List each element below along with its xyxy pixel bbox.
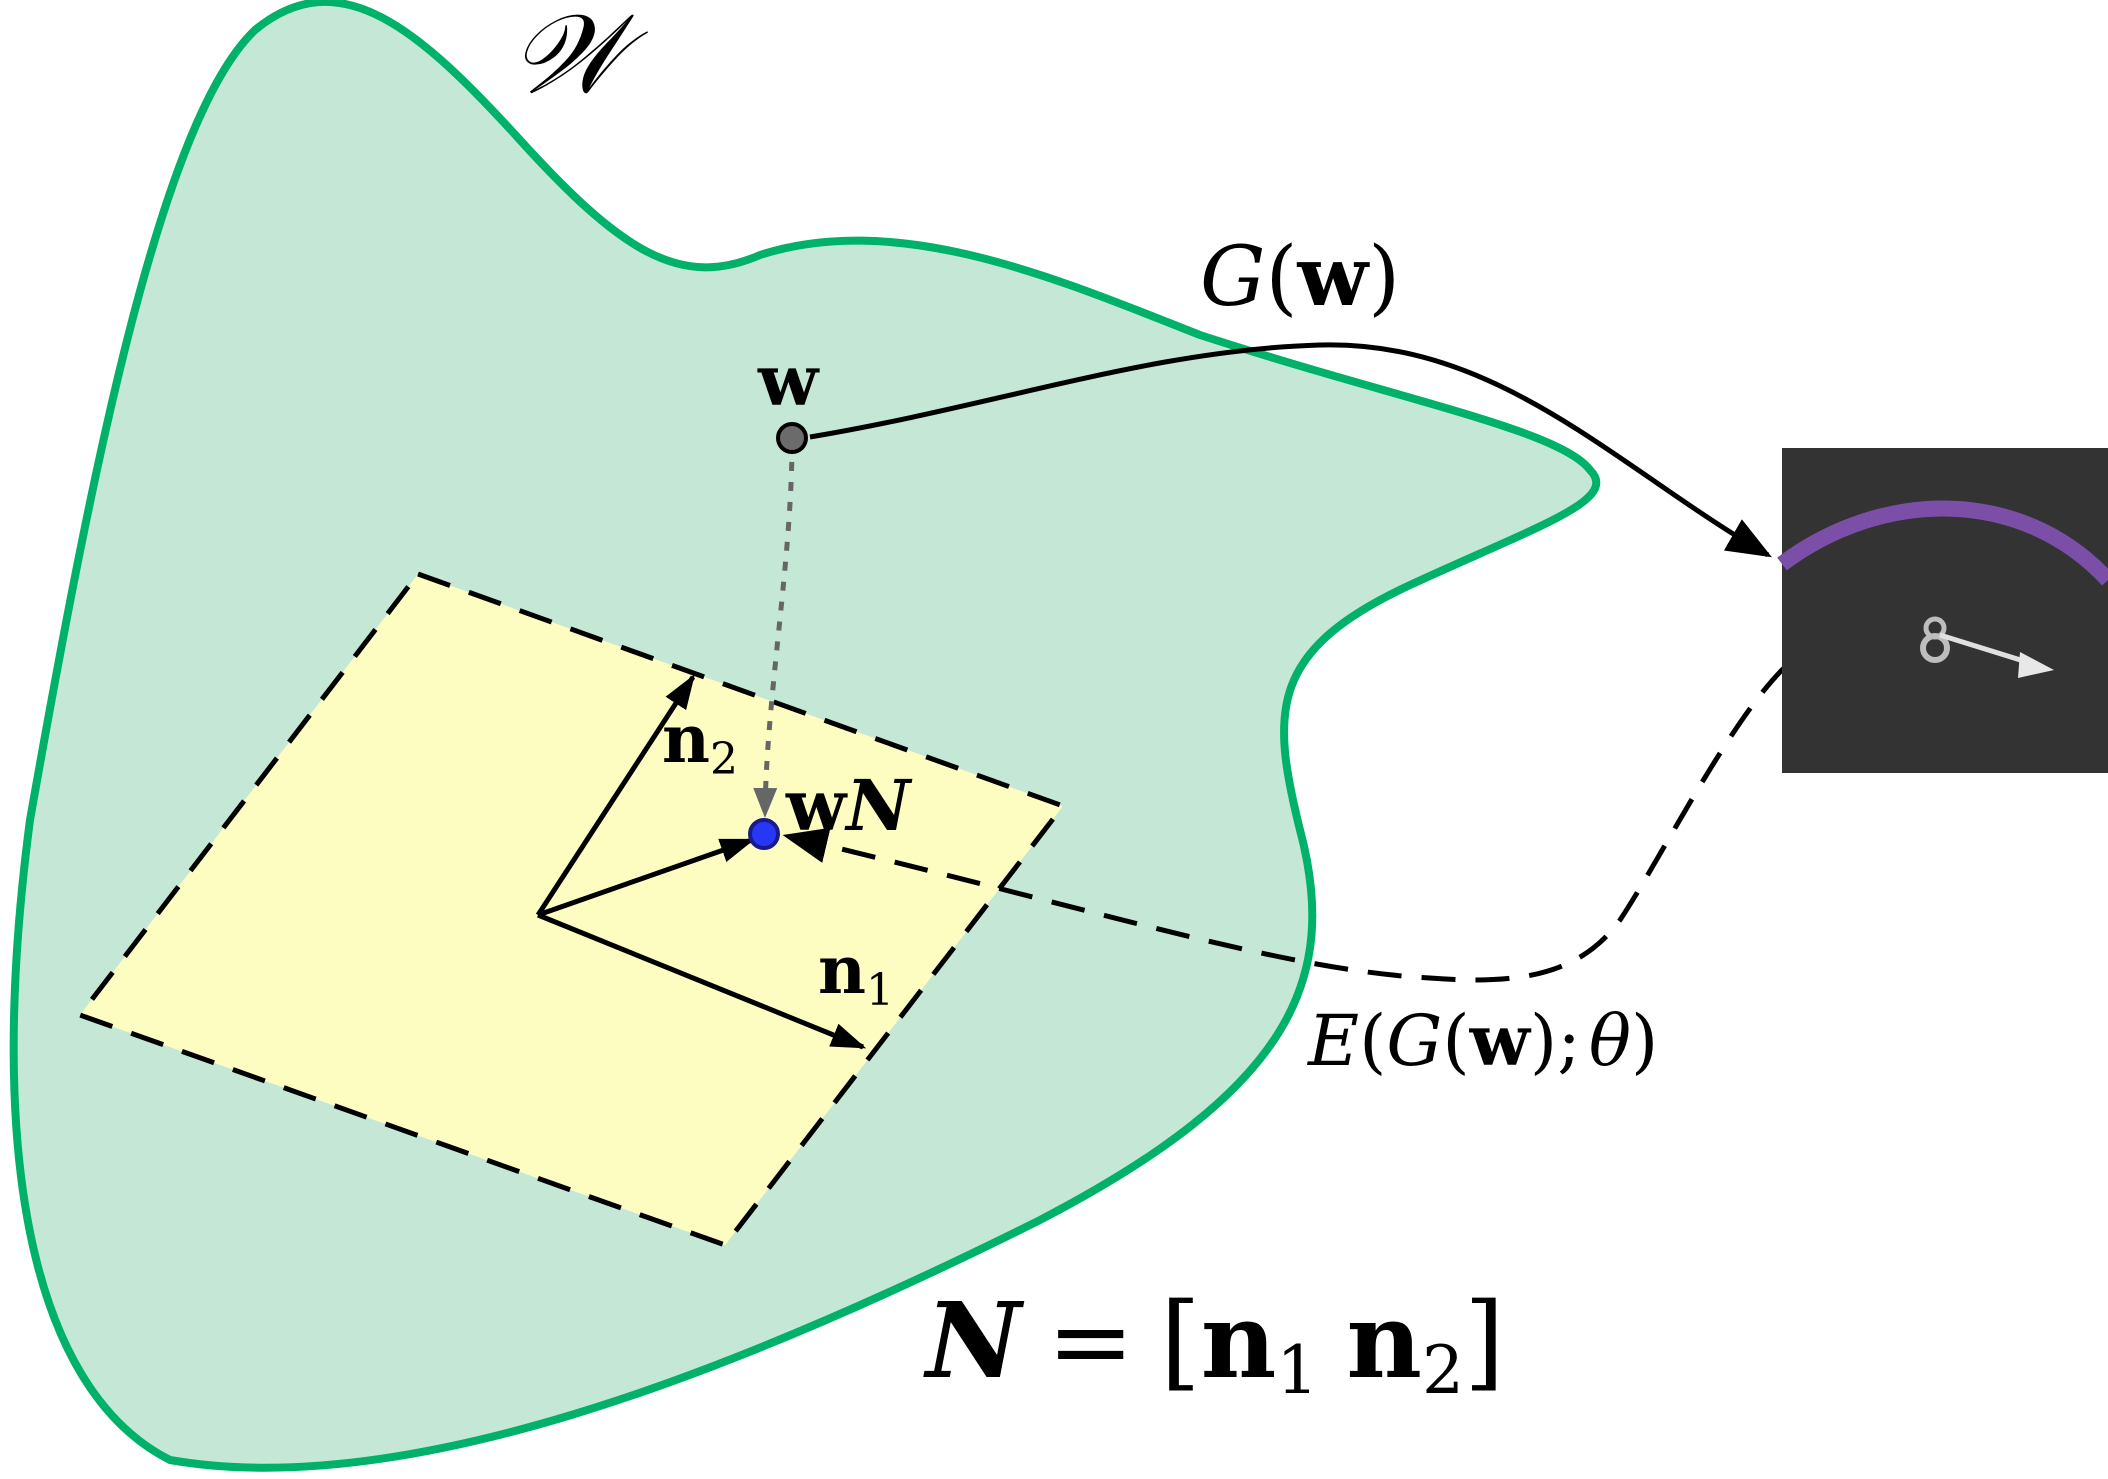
tangent-plane <box>75 571 1068 1248</box>
image-arc <box>1777 500 2108 586</box>
pendulum-bob-icon <box>1923 616 1947 640</box>
encoder-label: E(G(w);θ) <box>1306 999 1658 1082</box>
w-label: w <box>757 339 820 422</box>
output-image <box>1777 448 2108 773</box>
n2-vector-arrow <box>535 674 696 917</box>
wn-label: wN <box>785 764 913 847</box>
point-wn <box>748 818 780 850</box>
n1-label: n1 <box>818 931 894 1016</box>
space-label: 𝒲 <box>510 0 648 118</box>
point-w <box>776 422 808 454</box>
generator-label: G(w) <box>1200 229 1400 325</box>
encoder-dashed-curve <box>782 665 1787 983</box>
wn-vector-arrow <box>537 837 756 918</box>
projection-dotted-line <box>753 441 795 818</box>
n2-label: n2 <box>662 700 738 785</box>
n1-vector-arrow <box>537 912 867 1050</box>
generator-curve <box>809 342 1772 558</box>
pendulum-arrow-icon <box>2018 652 2054 678</box>
